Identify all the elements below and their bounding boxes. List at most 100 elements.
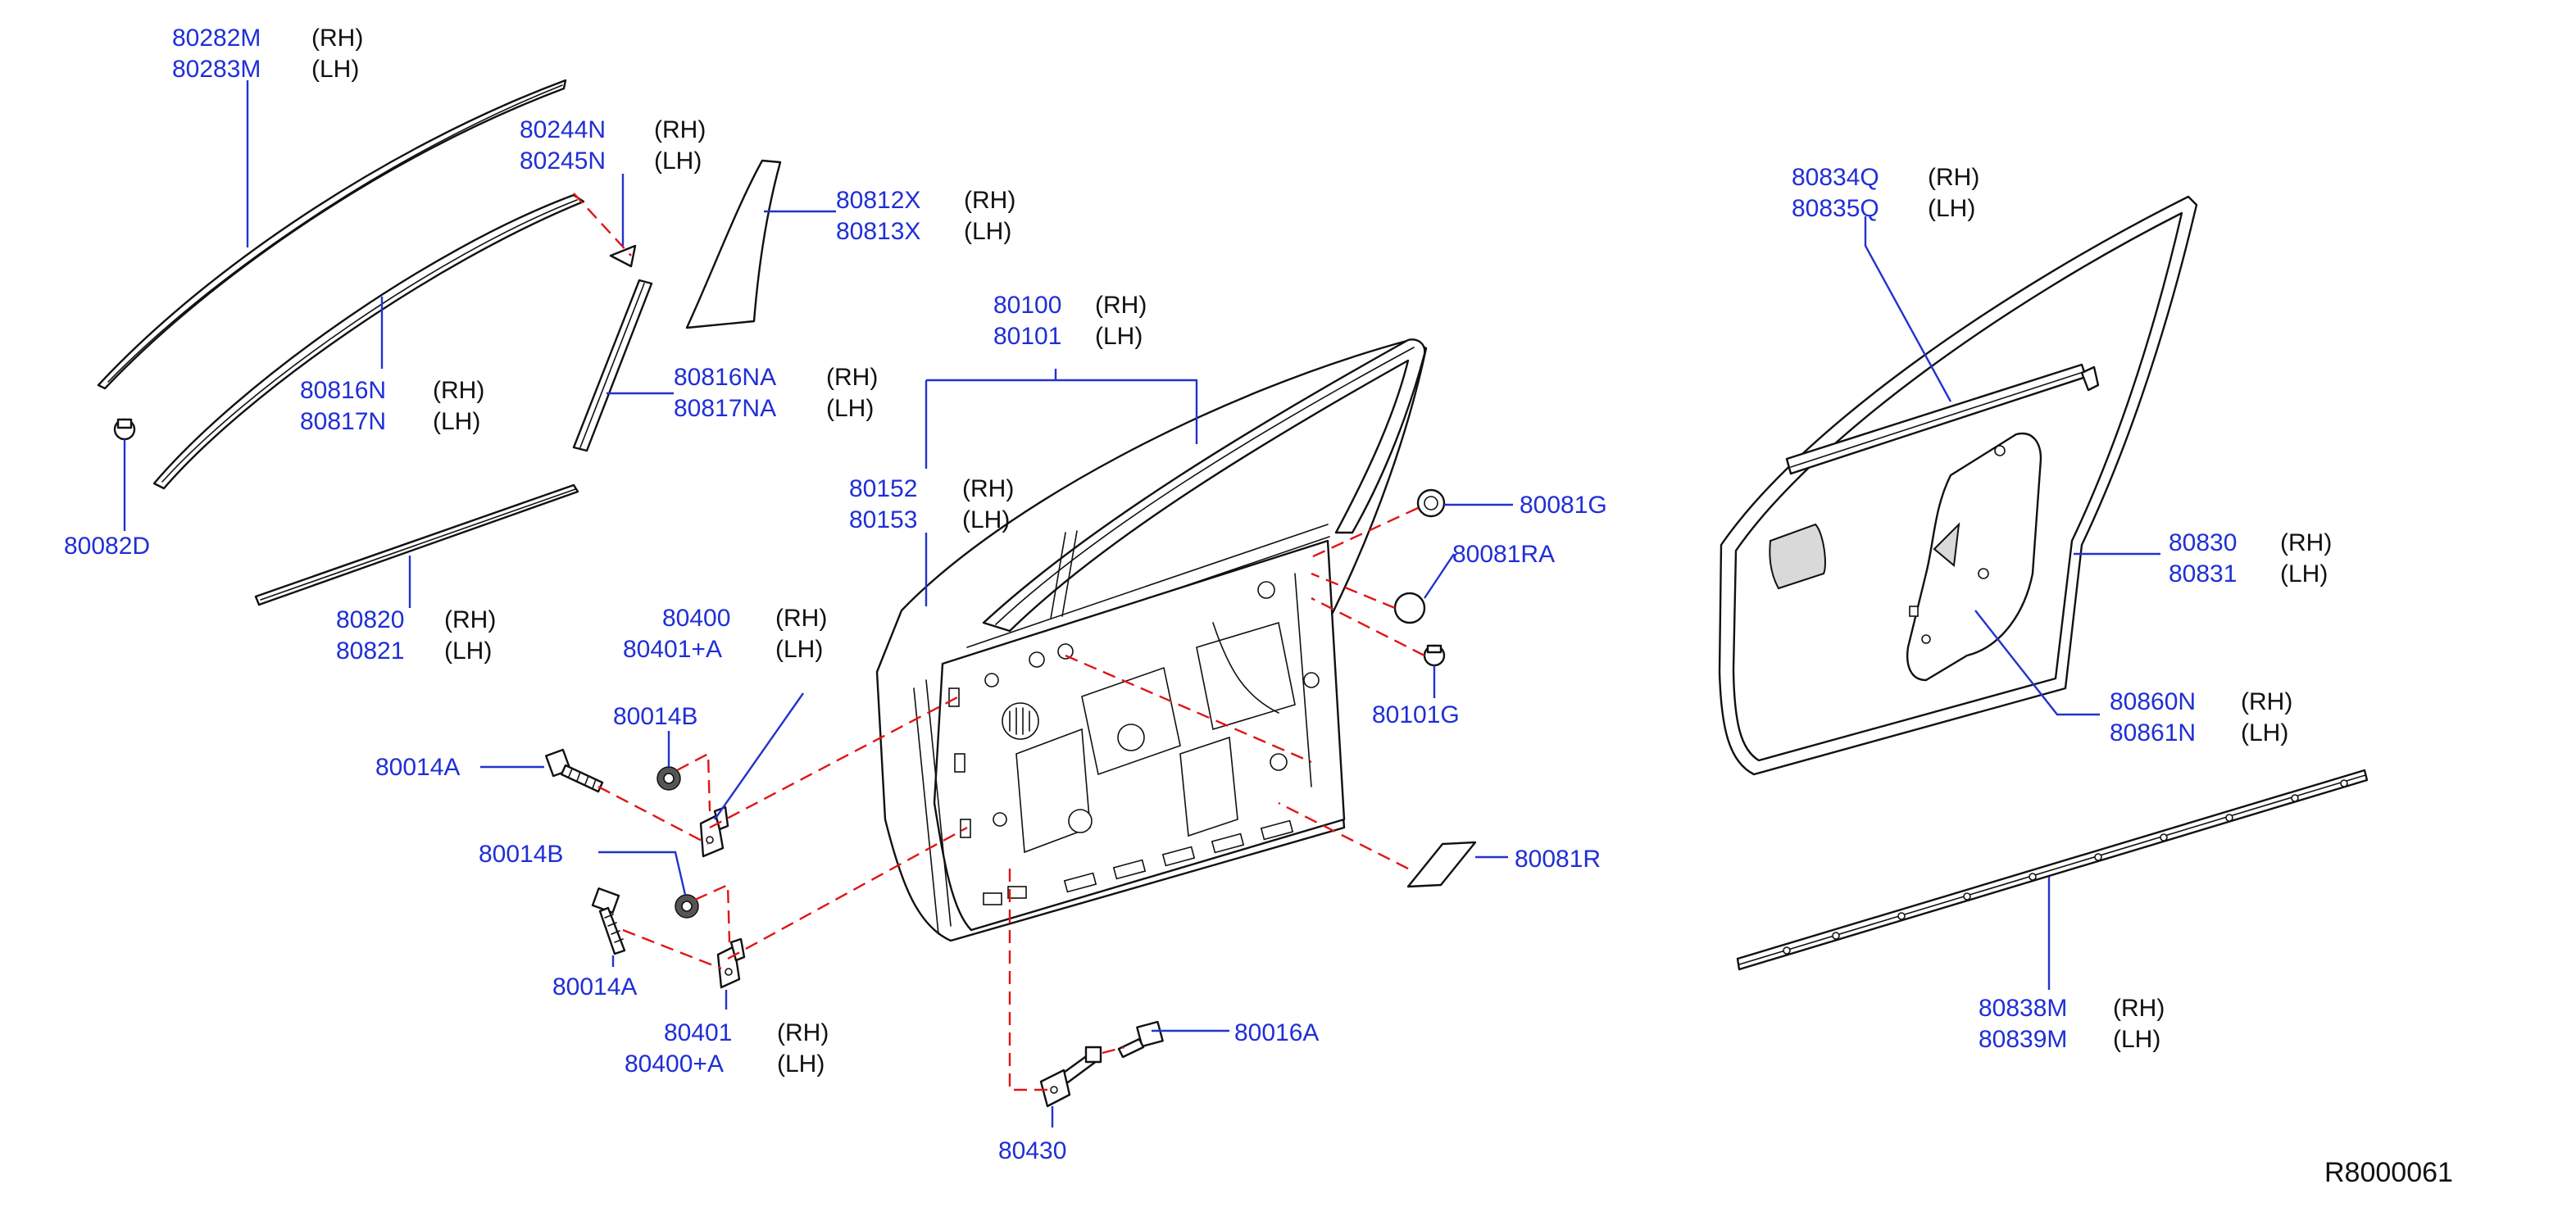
part-number: 80816NA: [674, 364, 776, 391]
nut-lower-part[interactable]: [675, 894, 699, 919]
part-number: 80817N: [300, 408, 386, 435]
part-number: 80820: [336, 606, 404, 633]
callout-80016a: 80016A: [1234, 1019, 1319, 1046]
nut-upper-part[interactable]: [656, 766, 681, 791]
belt-moulding-part[interactable]: [254, 483, 579, 606]
callout-80282m: 80282M 80283M (RH) (LH): [172, 25, 363, 83]
sash-cover-part[interactable]: [685, 159, 782, 329]
callout-80100: 80100 80101 (RH) (LH): [993, 292, 1147, 350]
part-number: 80860N: [2110, 688, 2196, 715]
part-number: 80245N: [520, 147, 606, 175]
side-label: (LH): [311, 56, 359, 83]
callout-80014b-lower: 80014B: [479, 841, 563, 868]
part-number: 80283M: [172, 56, 261, 83]
sill-moulding-part[interactable]: [1736, 769, 2369, 971]
part-number: 80400: [662, 605, 730, 632]
side-label: (RH): [444, 606, 496, 633]
part-number: 80816N: [300, 377, 386, 404]
side-label: (LH): [444, 637, 492, 665]
part-number: 80835Q: [1792, 195, 1879, 222]
callout-80400: 80400 80401+A (RH) (LH): [623, 605, 827, 663]
callout-80014a-lower: 80014A: [552, 973, 637, 1000]
callout-80834q: 80834Q 80835Q (RH) (LH): [1792, 164, 1979, 222]
part-number: 80100: [993, 292, 1061, 319]
drip-moulding-part[interactable]: [97, 79, 567, 390]
side-label: (RH): [775, 605, 827, 632]
part-number: 80430: [998, 1137, 1066, 1164]
callout-80860n: 80860N 80861N (RH) (LH): [2110, 688, 2292, 746]
part-number: 80838M: [1979, 995, 2067, 1022]
plug-80081ra-part[interactable]: [1393, 592, 1426, 624]
side-label: (LH): [1095, 323, 1143, 350]
part-number: 80831: [2169, 560, 2237, 588]
callout-80812x: 80812X 80813X (RH) (LH): [836, 187, 1015, 245]
sash-moulding-part[interactable]: [572, 279, 653, 452]
side-label: (RH): [777, 1019, 829, 1046]
grommet-80081g-part[interactable]: [1416, 488, 1446, 518]
callout-80830: 80830 80831 (RH) (LH): [2169, 529, 2332, 588]
small-access-cover-part[interactable]: [1769, 523, 1826, 590]
part-number: 80152: [849, 475, 917, 502]
side-label: (RH): [2241, 688, 2292, 715]
callout-80081ra: 80081RA: [1452, 541, 1555, 568]
side-label: (RH): [1928, 164, 1979, 191]
side-label: (RH): [964, 187, 1015, 214]
callout-80820: 80820 80821 (RH) (LH): [336, 606, 496, 665]
callout-80816na: 80816NA 80817NA (RH) (LH): [674, 364, 878, 422]
clip-80082d-part[interactable]: [113, 418, 136, 441]
windshield-moulding-part[interactable]: [152, 193, 585, 490]
sealing-screen-80081r-part[interactable]: [1406, 841, 1477, 888]
part-number: 80014A: [552, 973, 637, 1000]
part-number: 80821: [336, 637, 404, 665]
side-label: (RH): [2113, 995, 2165, 1022]
door-sealing-screen-part[interactable]: [1906, 432, 2042, 682]
side-label: (RH): [311, 25, 363, 52]
part-number: 80101G: [1372, 701, 1460, 728]
front-door-panel-part[interactable]: [875, 338, 1428, 942]
diagram-code: R8000061: [2324, 1157, 2453, 1188]
side-label: (RH): [1095, 292, 1147, 319]
side-label: (LH): [2280, 560, 2328, 588]
callout-80082d: 80082D: [64, 533, 150, 560]
side-label: (RH): [962, 475, 1014, 502]
part-number: 80839M: [1979, 1026, 2067, 1053]
moulding-clip-part[interactable]: [609, 244, 637, 268]
callout-80838m: 80838M 80839M (RH) (LH): [1979, 995, 2165, 1053]
callout-80081r: 80081R: [1515, 846, 1601, 873]
side-label: (LH): [2241, 719, 2288, 746]
part-number: 80813X: [836, 218, 920, 245]
lower-hinge-part[interactable]: [716, 937, 746, 989]
door-check-link-part[interactable]: [1039, 1046, 1102, 1108]
part-number: 80081G: [1520, 492, 1607, 519]
part-number: 80401: [664, 1019, 732, 1046]
side-label: (RH): [2280, 529, 2332, 556]
callout-80244n: 80244N 80245N (RH) (LH): [520, 116, 706, 175]
part-number: 80014B: [479, 841, 563, 868]
side-label: (RH): [433, 377, 484, 404]
callout-80081g: 80081G: [1520, 492, 1607, 519]
callout-80152: 80152 80153 (RH) (LH): [849, 475, 1014, 533]
leader-lines: [123, 80, 2160, 1128]
side-label: (LH): [777, 1050, 825, 1078]
part-number: 80834Q: [1792, 164, 1879, 191]
part-number: 80082D: [64, 533, 150, 560]
side-label: (LH): [962, 506, 1010, 533]
part-number: 80812X: [836, 187, 920, 214]
check-link-bolt-part[interactable]: [1117, 1020, 1164, 1059]
part-number: 80401+A: [623, 636, 722, 663]
bolt-lower-part[interactable]: [591, 887, 626, 955]
bolt-upper-part[interactable]: [545, 748, 604, 793]
upper-hinge-part[interactable]: [699, 805, 729, 858]
part-number: 80016A: [1234, 1019, 1319, 1046]
part-number: 80081R: [1515, 846, 1601, 873]
part-number: 80244N: [520, 116, 606, 143]
side-label: (LH): [964, 218, 1011, 245]
inner-sash-seal-part[interactable]: [1785, 363, 2100, 475]
side-label: (RH): [654, 116, 706, 143]
callout-80401: 80401 80400+A (RH) (LH): [625, 1019, 829, 1078]
callout-80014b-upper: 80014B: [613, 703, 697, 730]
part-number: 80014B: [613, 703, 697, 730]
part-number: 80101: [993, 323, 1061, 350]
plug-80101g-part[interactable]: [1423, 644, 1446, 667]
